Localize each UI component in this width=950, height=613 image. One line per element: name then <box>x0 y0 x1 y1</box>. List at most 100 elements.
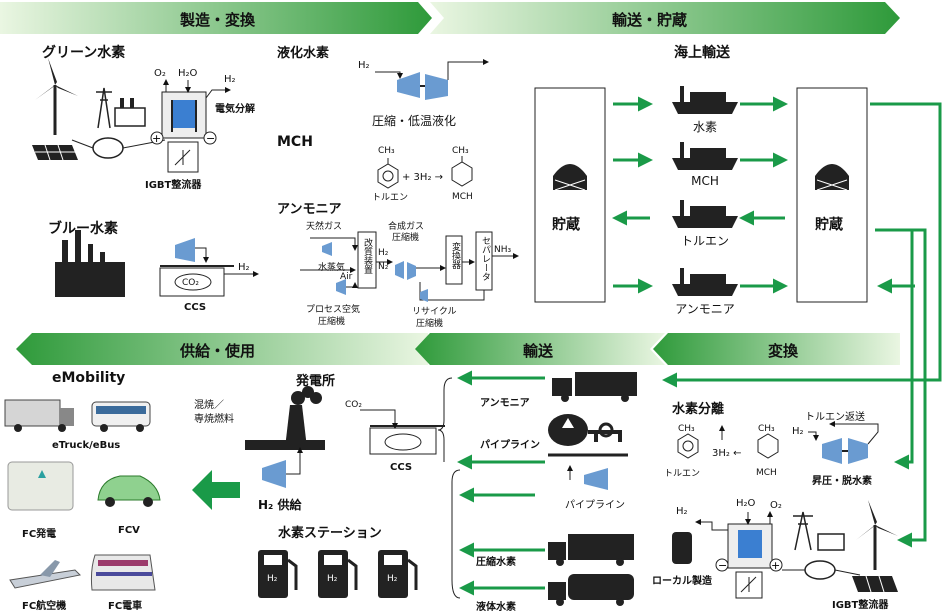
aircraft-icon <box>9 560 82 589</box>
banner-transport-label: 輸送 <box>523 342 554 360</box>
fc-aircraft-label: FC航空機 <box>22 601 67 612</box>
blue-h2-title: ブルー水素 <box>48 221 118 237</box>
ammonia-natural-gas: 天然ガス <box>306 222 343 232</box>
fc-train-label: FC電車 <box>108 601 143 612</box>
converter-box <box>445 235 463 285</box>
h2-pump-icon <box>318 550 358 598</box>
plus-terminal-icon <box>150 131 164 145</box>
ship-icon <box>672 86 738 114</box>
maritime-arrows <box>612 96 942 548</box>
banner-manufacturing-label: 製造・変換 <box>180 11 256 29</box>
ship-label: MCH <box>691 174 719 188</box>
booster-label: 昇圧・脱水素 <box>812 476 872 487</box>
local-production-label: ローカル製造 <box>652 576 712 587</box>
ammonia-air: Air <box>340 272 353 282</box>
ammonia-process-air: プロセス空気 <box>306 305 361 315</box>
transport-liquid-label: 液体水素 <box>476 602 516 613</box>
power-plant-title: 発電所 <box>296 374 336 389</box>
mch-ch3-mch: CH₃ <box>452 146 469 156</box>
compressor-icon-h2-supply <box>262 447 303 488</box>
local-electrolyzer-icon <box>727 523 773 569</box>
wind-turbine-icon <box>35 58 78 135</box>
truck-icon-liquid-h2 <box>548 574 634 606</box>
separation-toluene: トルエン <box>664 469 701 479</box>
local-transformer-icon <box>804 560 836 580</box>
local-o2-label: O₂ <box>770 500 782 511</box>
ship-label: トルエン <box>680 234 730 248</box>
transport-pipeline2-label: パイプライン <box>565 500 625 511</box>
ship-icon <box>672 142 738 170</box>
liquefied-h2-title: 液化水素 <box>277 46 330 61</box>
separation-reaction: 3H₂ ← <box>712 448 742 459</box>
pump-h2-label: H₂ <box>327 574 338 584</box>
svg-text:+: + <box>771 559 780 572</box>
mch-title: MCH <box>277 134 313 150</box>
liquefied-h2-label: H₂ <box>358 60 370 71</box>
blue-co2-label: CO₂ <box>182 278 199 288</box>
booster-compressor-icon <box>808 421 879 464</box>
local-rectifier-icon <box>735 571 763 599</box>
green-h2-label: H₂ <box>224 74 236 85</box>
transport-compressed-label: 圧縮水素 <box>476 557 516 568</box>
ammonia-separator: セパレータ <box>480 236 490 281</box>
etruck-label: eTruck/eBus <box>52 440 121 451</box>
local-minus-icon <box>715 558 729 572</box>
ammonia-nh3: NH₃ <box>494 245 512 255</box>
minus-terminal-icon <box>203 131 217 145</box>
ammonia-compressor: 圧縮機 <box>318 317 346 327</box>
banner-conversion-label: 変換 <box>768 342 799 360</box>
power-co2-label: CO₂ <box>345 400 362 410</box>
separation-title: 水素分離 <box>672 402 725 417</box>
local-power-tower-icon <box>793 511 813 551</box>
supply-arrow <box>192 470 240 510</box>
local-plus-icon <box>769 558 783 572</box>
ammonia-process-diagram <box>300 231 519 302</box>
cofiring-label-1: 混焼／ <box>194 400 224 411</box>
banner-transport-storage <box>430 2 900 34</box>
cofiring-label-2: 専焼燃料 <box>194 414 234 425</box>
ammonia-syngas: 合成ガス <box>388 222 425 232</box>
separation-ch3-a: CH₃ <box>678 424 695 434</box>
ammonia-steam: 水蒸気 <box>318 263 346 273</box>
mch-toluene-label: トルエン <box>372 193 409 203</box>
emobility-title: eMobility <box>52 370 126 386</box>
transport-arrows <box>457 370 545 596</box>
power-tower-icon <box>96 87 112 129</box>
ammonia-h2: H₂ <box>378 248 389 258</box>
fc-generator-icon <box>7 461 74 511</box>
ammonia-converter: 変換器 <box>450 242 460 269</box>
ammonia-recycle: リサイクル <box>412 307 457 317</box>
banner-conversion <box>653 333 900 365</box>
truck-icon-emobility <box>4 399 74 432</box>
power-plant-icon <box>245 386 325 450</box>
pump-h2-label: H₂ <box>267 574 278 584</box>
igbt-rectifier-icon <box>167 141 199 173</box>
local-rectifier-label: IGBT整流器 <box>832 600 889 611</box>
ammonia-syngas-compressor: 圧縮機 <box>392 233 420 243</box>
ammonia-recycle-compressor: 圧縮機 <box>416 319 444 329</box>
green-h2o-label: H₂O <box>178 68 198 79</box>
separation-mch: MCH <box>756 468 777 478</box>
local-h2-label: H₂ <box>676 506 688 517</box>
banner-transport-storage-label: 輸送・貯蔵 <box>612 11 688 29</box>
h2-pump-icon <box>258 550 298 598</box>
storage-right-label: 貯蔵 <box>815 217 843 233</box>
ammonia-reformer: 改質装置 <box>362 238 372 274</box>
local-wind-turbine-icon <box>856 500 898 570</box>
bus-icon <box>91 401 151 432</box>
mch-structure-icon <box>451 156 473 187</box>
maritime-title: 海上輸送 <box>674 45 730 61</box>
mch-reaction-label: + 3H₂ → <box>402 172 444 183</box>
transport-pipeline-label: パイプライン <box>480 440 540 451</box>
compressor-icon-pipeline <box>567 465 608 490</box>
transport-brackets <box>437 377 461 599</box>
separation-toluene-icon <box>677 433 699 459</box>
local-substation-icon <box>817 533 845 551</box>
ccs-unit-icon-power <box>360 409 445 455</box>
h2-pump-icon <box>378 550 418 598</box>
separation-mch-icon <box>757 433 779 459</box>
transport-ammonia-label: アンモニア <box>480 398 530 409</box>
factory-icon <box>55 230 125 297</box>
toluene-structure-icon <box>377 158 399 189</box>
